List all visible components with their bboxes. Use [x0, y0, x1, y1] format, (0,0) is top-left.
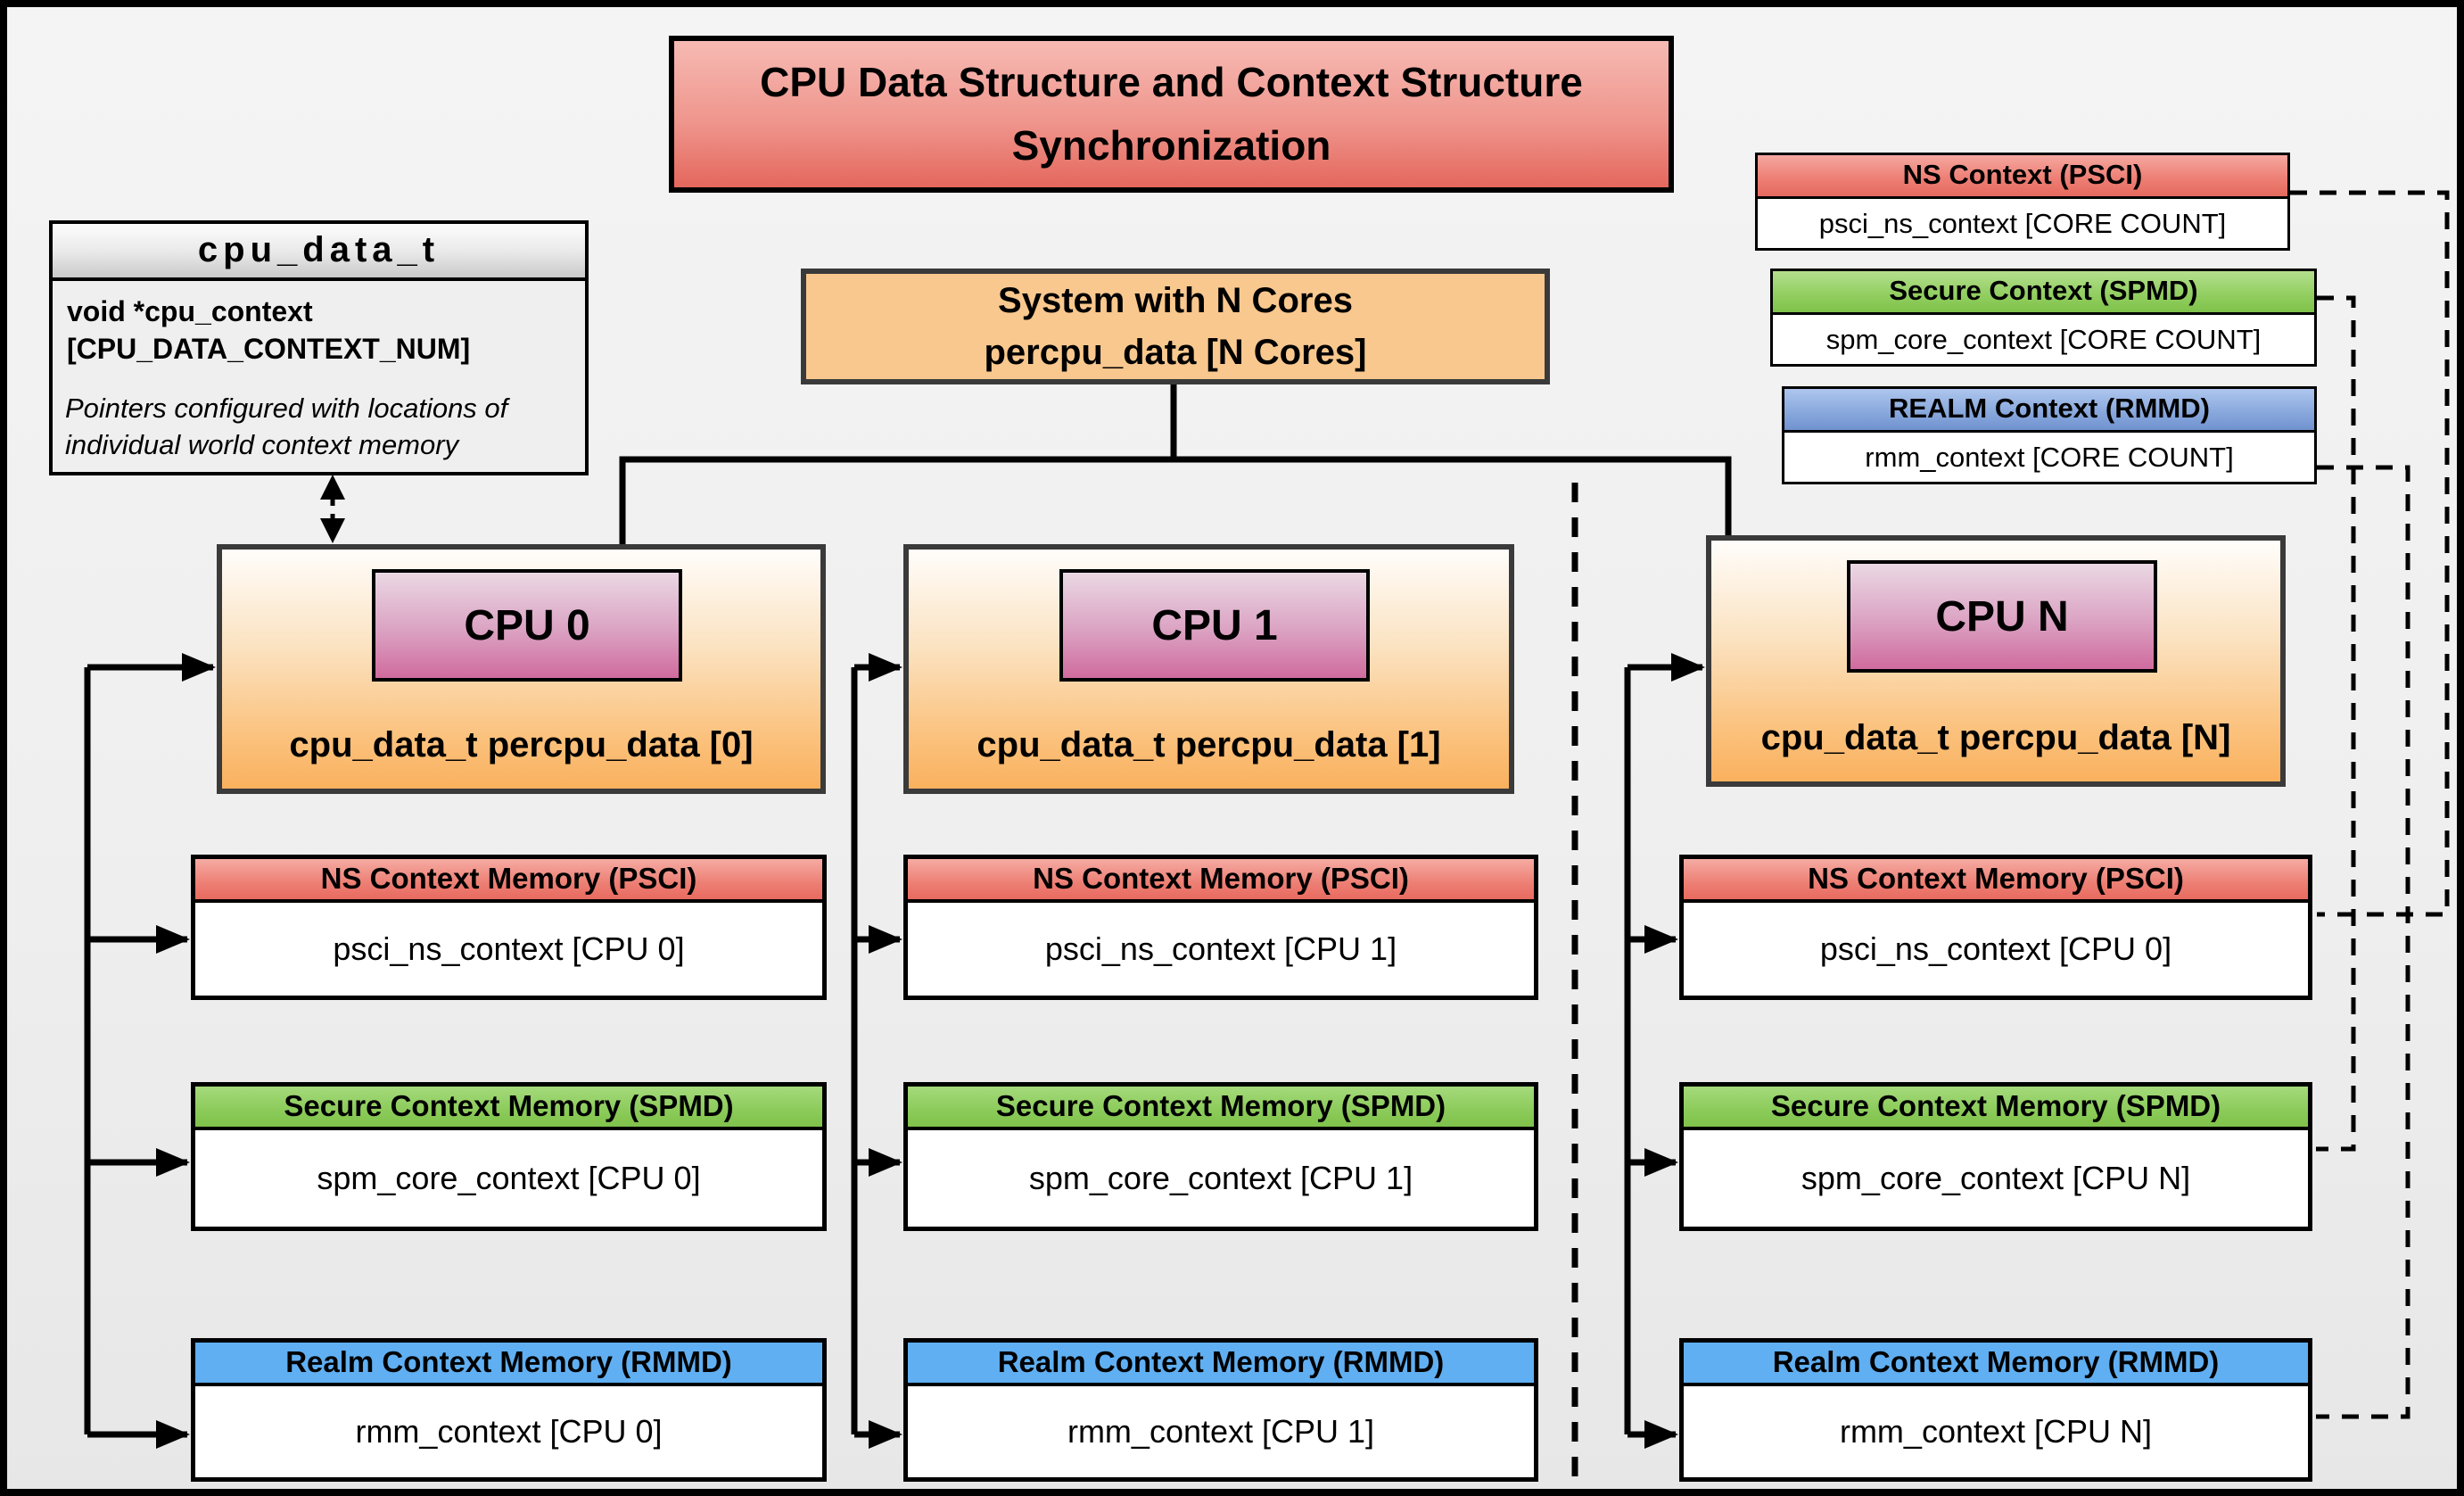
cpu1-box: CPU 1 cpu_data_t percpu_data [1] [903, 544, 1514, 794]
system-box-line2: percpu_data [N Cores] [984, 333, 1367, 372]
cpu1-ns-header: NS Context Memory (PSCI) [908, 859, 1534, 903]
legend-ns-body: psci_ns_context [CORE COUNT] [1818, 207, 2227, 239]
cpu0-realm-context-memory-box: Realm Context Memory (RMMD) rmm_context … [191, 1338, 827, 1482]
distribution-rail-line [619, 456, 1732, 544]
cpu0-secure-context-memory-box: Secure Context Memory (SPMD) spm_core_co… [191, 1082, 827, 1231]
legend-realm-context-box: REALM Context (RMMD) rmm_context [CORE C… [1782, 386, 2317, 484]
cpu-data-struct-box: cpu_data_t void *cpu_context [CPU_DATA_C… [49, 220, 589, 475]
legend-realm-header: REALM Context (RMMD) [1784, 389, 2314, 433]
legend-secure-header: Secure Context (SPMD) [1773, 271, 2314, 315]
cpu0-secure-header: Secure Context Memory (SPMD) [195, 1087, 822, 1130]
cpun-secure-header: Secure Context Memory (SPMD) [1684, 1087, 2308, 1130]
legend-realm-body: rmm_context [CORE COUNT] [1865, 441, 2234, 473]
cpu1-chip: CPU 1 [1059, 569, 1370, 682]
cpu-data-struct-header: cpu_data_t [53, 224, 585, 281]
rmmd-legend-route-dashed [2316, 465, 2410, 1419]
cpu1-secure-header: Secure Context Memory (SPMD) [908, 1087, 1534, 1130]
legend-ns-context-box: NS Context (PSCI) psci_ns_context [CORE … [1755, 153, 2290, 251]
cpu-data-struct-field: void *cpu_context [CPU_DATA_CONTEXT_NUM] [67, 295, 471, 365]
cpun-secure-body: spm_core_context [CPU N] [1801, 1160, 2191, 1196]
cpu0-chip: CPU 0 [372, 569, 682, 682]
cpu0-realm-header: Realm Context Memory (RMMD) [195, 1343, 822, 1386]
cpu0-box: CPU 0 cpu_data_t percpu_data [0] [217, 544, 826, 794]
cpu1-data-label: cpu_data_t percpu_data [1] [977, 725, 1441, 765]
diagram-title: CPU Data Structure and Context Structure… [669, 36, 1674, 193]
legend-ns-header: NS Context (PSCI) [1758, 155, 2287, 199]
cpu-data-struct-note: Pointers configured with locations of in… [65, 393, 508, 461]
cpun-chip: CPU N [1847, 560, 2157, 673]
cpu1-ns-context-memory-box: NS Context Memory (PSCI) psci_ns_context… [903, 855, 1538, 1000]
cpun-ns-context-memory-box: NS Context Memory (PSCI) psci_ns_context… [1679, 855, 2312, 1000]
cpun-data-label: cpu_data_t percpu_data [N] [1760, 718, 2231, 757]
cpun-realm-body: rmm_context [CPU N] [1839, 1413, 2153, 1450]
cpun-realm-header: Realm Context Memory (RMMD) [1684, 1343, 2308, 1386]
cpu1-realm-context-memory-box: Realm Context Memory (RMMD) rmm_context … [903, 1338, 1538, 1482]
cpu0-ns-body: psci_ns_context [CPU 0] [333, 930, 685, 967]
cpu0-ns-header: NS Context Memory (PSCI) [195, 859, 822, 903]
cpu1-secure-body: spm_core_context [CPU 1] [1028, 1160, 1413, 1196]
legend-secure-context-box: Secure Context (SPMD) spm_core_context [… [1770, 269, 2317, 367]
cpu1-ns-body: psci_ns_context [CPU 1] [1044, 930, 1397, 967]
cpun-realm-context-memory-box: Realm Context Memory (RMMD) rmm_context … [1679, 1338, 2312, 1482]
cpu0-secure-body: spm_core_context [CPU 0] [317, 1160, 701, 1196]
system-box: System with N Cores percpu_data [N Cores… [801, 269, 1550, 384]
cpu0-realm-body: rmm_context [CPU 0] [355, 1413, 663, 1450]
cpun-ns-body: psci_ns_context [CPU 0] [1819, 930, 2172, 967]
cpu-data-link-arrow-up [320, 475, 345, 500]
spmd-legend-route-dashed [2316, 295, 2356, 1152]
cpun-box: CPU N cpu_data_t percpu_data [N] [1706, 535, 2286, 787]
cpun-secure-context-memory-box: Secure Context Memory (SPMD) spm_core_co… [1679, 1082, 2312, 1231]
cpu1-secure-context-memory-box: Secure Context Memory (SPMD) spm_core_co… [903, 1082, 1538, 1231]
cpu1-realm-header: Realm Context Memory (RMMD) [908, 1343, 1534, 1386]
cpun-ns-header: NS Context Memory (PSCI) [1684, 859, 2308, 903]
legend-secure-body: spm_core_context [CORE COUNT] [1825, 323, 2262, 355]
cpu0-ns-context-memory-box: NS Context Memory (PSCI) psci_ns_context… [191, 855, 827, 1000]
cpu-data-link-arrow-down [320, 518, 345, 543]
cpu0-data-label: cpu_data_t percpu_data [0] [289, 725, 754, 765]
cpu1-realm-body: rmm_context [CPU 1] [1067, 1413, 1375, 1450]
system-box-line1: System with N Cores [998, 281, 1353, 320]
